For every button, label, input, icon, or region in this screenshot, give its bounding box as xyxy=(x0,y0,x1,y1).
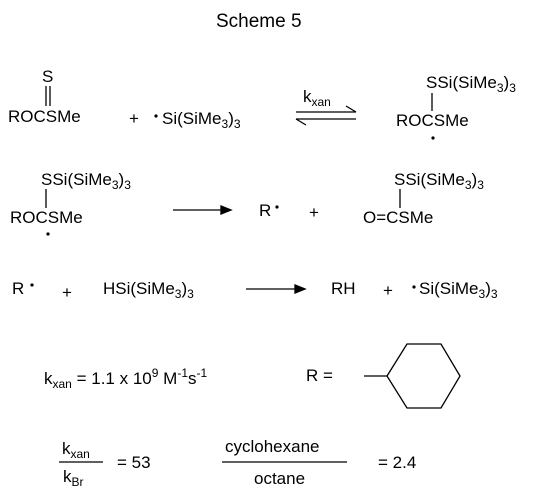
ratio2-value: = 2.4 xyxy=(378,453,417,472)
RH-product: RH xyxy=(331,279,356,298)
adduct1-formula: ROCSMe xyxy=(396,111,469,130)
row3-plus1: + xyxy=(62,283,72,302)
hydride: HSi(SiMe3)3 xyxy=(103,279,194,301)
silyl-radical-row1: Si(SiMe3)3 xyxy=(162,109,241,131)
eq-arrow-forward-head xyxy=(345,105,357,113)
ratio1-denominator: kBr xyxy=(63,467,84,489)
scheme-title: Scheme 5 xyxy=(216,11,302,32)
ratio1-numerator: kxan xyxy=(62,439,90,461)
row3-plus2: + xyxy=(383,281,393,300)
arrow3-head xyxy=(294,284,307,294)
ratio2-numerator: cyclohexane xyxy=(225,437,320,456)
product-formula: O=CSMe xyxy=(363,208,434,227)
cyclohexane-ring xyxy=(386,343,461,409)
R-radical-row3: R xyxy=(12,279,25,298)
adduct2-formula: ROCSMe xyxy=(10,208,83,227)
xanthate-s-atom: S xyxy=(42,67,54,86)
adduct2-top: SSi(SiMe3)3 xyxy=(41,170,131,192)
radical-dot-adduct1 xyxy=(431,136,435,140)
kxan-value: kxan = 1.1 x 109 M-1s-1 xyxy=(44,366,208,391)
row1-plus: + xyxy=(129,109,139,128)
xanthate-formula: ROCSMe xyxy=(8,107,81,126)
product-top: SSi(SiMe3)3 xyxy=(394,170,484,192)
radical-dot-R-row2 xyxy=(275,205,279,209)
silyl-radical-row3: Si(SiMe3)3 xyxy=(419,279,498,301)
ratio2-denominator: octane xyxy=(254,469,306,488)
arrow2-head xyxy=(220,205,233,215)
row2-plus: + xyxy=(309,203,319,222)
rate-constant-label: kxan xyxy=(303,87,331,109)
radical-dot-row1 xyxy=(154,114,158,118)
R-equals: R = xyxy=(306,366,333,385)
eq-arrow-backward-head xyxy=(295,118,307,126)
radical-dot-adduct2 xyxy=(46,232,50,236)
adduct1-top: SSi(SiMe3)3 xyxy=(426,73,516,95)
R-radical-row2: R xyxy=(259,201,272,220)
radical-dot-row3-product xyxy=(412,285,416,289)
radical-dot-R-row3 xyxy=(30,283,34,287)
ratio1-value: = 53 xyxy=(117,453,151,472)
